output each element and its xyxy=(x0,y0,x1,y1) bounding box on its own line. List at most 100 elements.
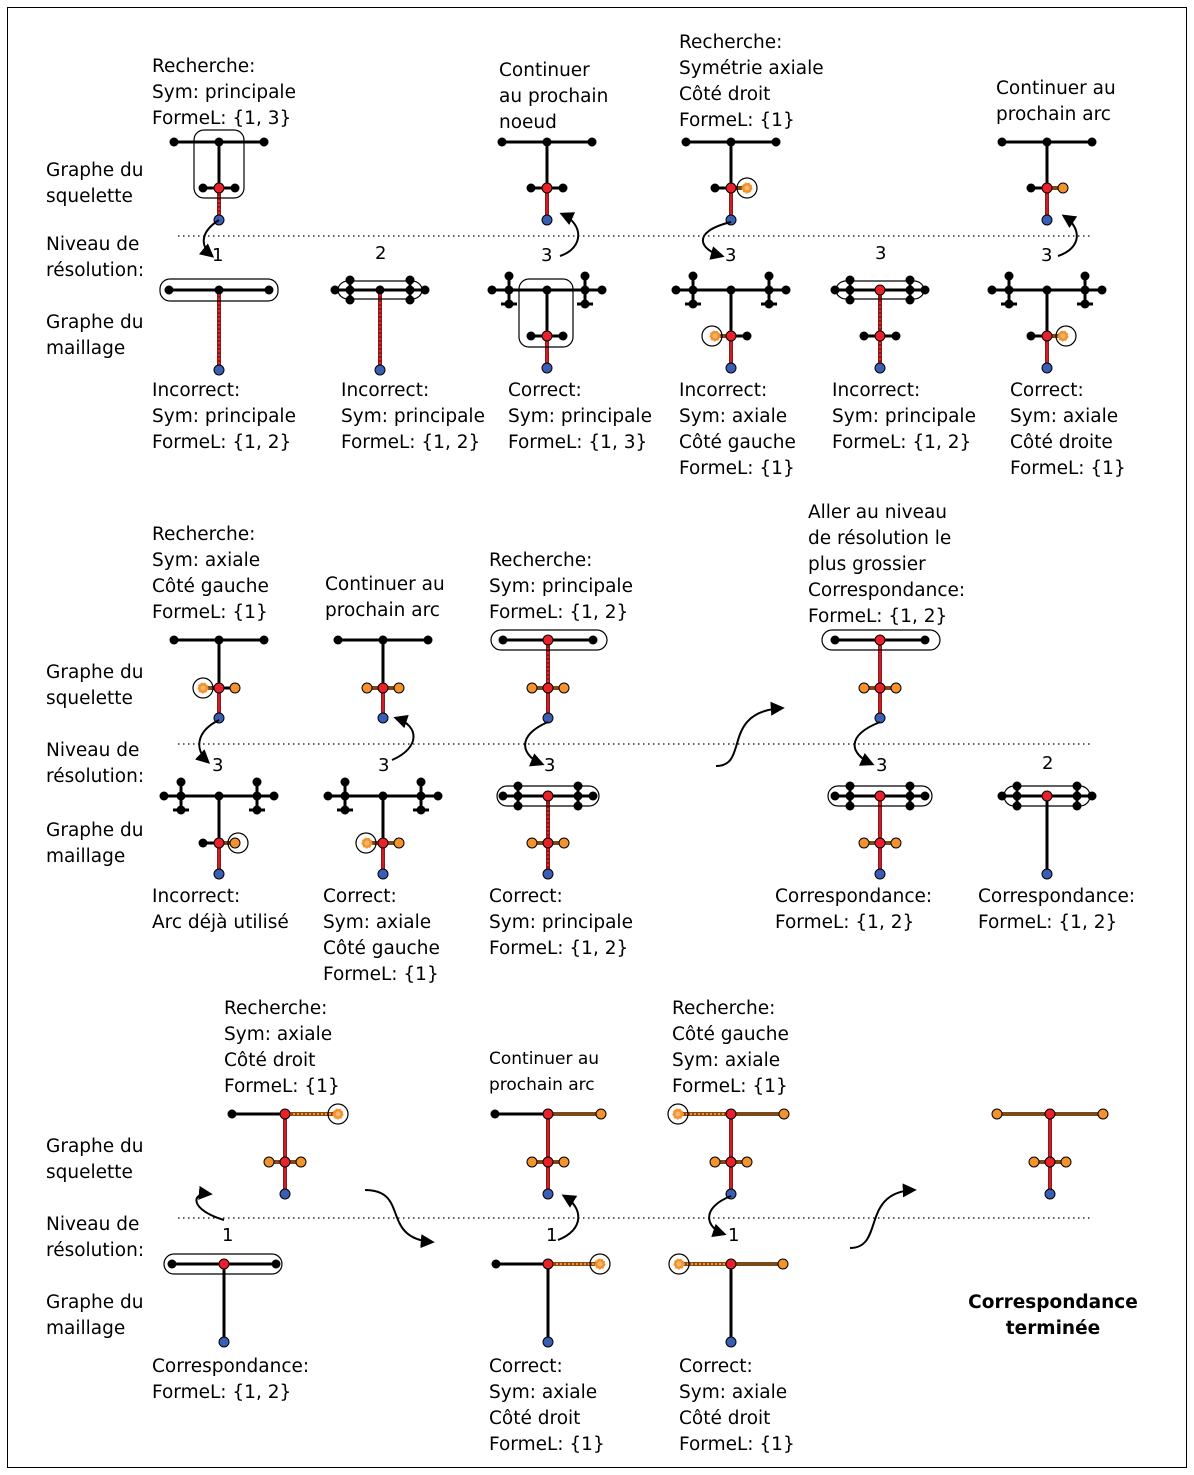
graph-node xyxy=(167,1259,177,1269)
flow-arrow xyxy=(195,719,220,764)
graph-node xyxy=(1080,285,1090,295)
graph-node-candidate-center xyxy=(200,685,206,691)
graph-node xyxy=(263,1156,275,1168)
graph-node xyxy=(218,1258,230,1270)
graph-node xyxy=(230,183,240,193)
graph-node xyxy=(1041,790,1053,802)
graph-node xyxy=(504,299,514,309)
graph-node xyxy=(1057,182,1069,194)
graph-node xyxy=(378,791,388,801)
graph-node xyxy=(176,777,186,787)
r2-level-5: 2 xyxy=(1042,753,1054,774)
graph-node xyxy=(595,1108,607,1120)
graph-node xyxy=(378,635,388,645)
graph-node xyxy=(1080,299,1090,309)
graph-node-candidate xyxy=(741,182,753,194)
graph-node xyxy=(558,1156,570,1168)
graph-node xyxy=(541,214,553,226)
graph-node xyxy=(542,1258,554,1270)
graph-node xyxy=(542,1108,554,1120)
graph-node xyxy=(526,837,538,849)
graph-node xyxy=(526,183,536,193)
graph-node xyxy=(542,712,554,724)
r1-level-2: 2 xyxy=(375,243,387,264)
graph-node xyxy=(214,285,224,295)
graph-node xyxy=(542,682,554,694)
flow-arrow xyxy=(701,221,732,260)
graph-node xyxy=(830,791,840,801)
graph-node xyxy=(1097,285,1107,295)
graph-node xyxy=(580,285,590,295)
graph-node xyxy=(345,275,355,285)
graph-node xyxy=(345,295,355,305)
graph-node xyxy=(725,362,737,374)
graph-node xyxy=(709,1156,721,1168)
graph-node xyxy=(726,285,736,295)
graph-node xyxy=(541,330,553,342)
graph-node xyxy=(416,791,426,801)
graph-node xyxy=(710,183,720,193)
graph-node-candidate xyxy=(332,1108,344,1120)
selection-ring xyxy=(327,1103,349,1125)
graph-node xyxy=(688,299,698,309)
r2-result-5: Correspondance:FormeL: {1, 2} xyxy=(978,886,1136,933)
graph-node xyxy=(542,1156,554,1168)
graph-node xyxy=(542,790,554,802)
graph-node xyxy=(1041,182,1053,194)
graph-node xyxy=(198,838,208,848)
graph-node xyxy=(377,868,389,880)
graph-node-candidate-center xyxy=(676,1261,682,1267)
graph-node xyxy=(526,331,536,341)
graph-node xyxy=(393,837,405,849)
graph-node xyxy=(905,285,915,295)
graph-node xyxy=(725,330,737,342)
graph-node xyxy=(764,299,774,309)
flow-arrow xyxy=(557,1194,580,1241)
r2-result-1: Incorrect:Arc déjà utilisé xyxy=(152,886,289,933)
graph-node xyxy=(159,791,169,801)
graph-node xyxy=(558,682,570,694)
graph-node xyxy=(340,791,350,801)
graph-node xyxy=(845,275,855,285)
graph-node xyxy=(227,1109,237,1119)
graph-node xyxy=(1044,1156,1056,1168)
graph-node xyxy=(741,1156,753,1168)
graph-node xyxy=(1042,285,1052,295)
graph-node xyxy=(490,1109,500,1119)
r1-level-5: 3 xyxy=(875,243,887,264)
flow-arrow xyxy=(195,1185,225,1221)
flow-arrow xyxy=(708,1195,732,1238)
graph-node xyxy=(264,285,274,295)
graph-node-candidate xyxy=(361,837,373,849)
graph-node xyxy=(513,781,523,791)
flow-arrow xyxy=(853,721,881,766)
r3-level-2: 1 xyxy=(546,1225,558,1246)
graph-node xyxy=(1072,791,1082,801)
graph-node-candidate-center xyxy=(712,333,718,339)
flow-arrow xyxy=(391,714,415,761)
graph-node xyxy=(587,137,597,147)
graph-node xyxy=(377,712,389,724)
graph-node xyxy=(771,137,781,147)
graph-node xyxy=(375,285,385,295)
graph-node xyxy=(393,682,405,694)
graph-node xyxy=(573,801,583,811)
graph-node xyxy=(920,285,930,295)
graph-node xyxy=(1041,214,1053,226)
graph-node xyxy=(688,285,698,295)
graph-node xyxy=(725,1156,737,1168)
r1-level-1: 1 xyxy=(212,245,224,266)
